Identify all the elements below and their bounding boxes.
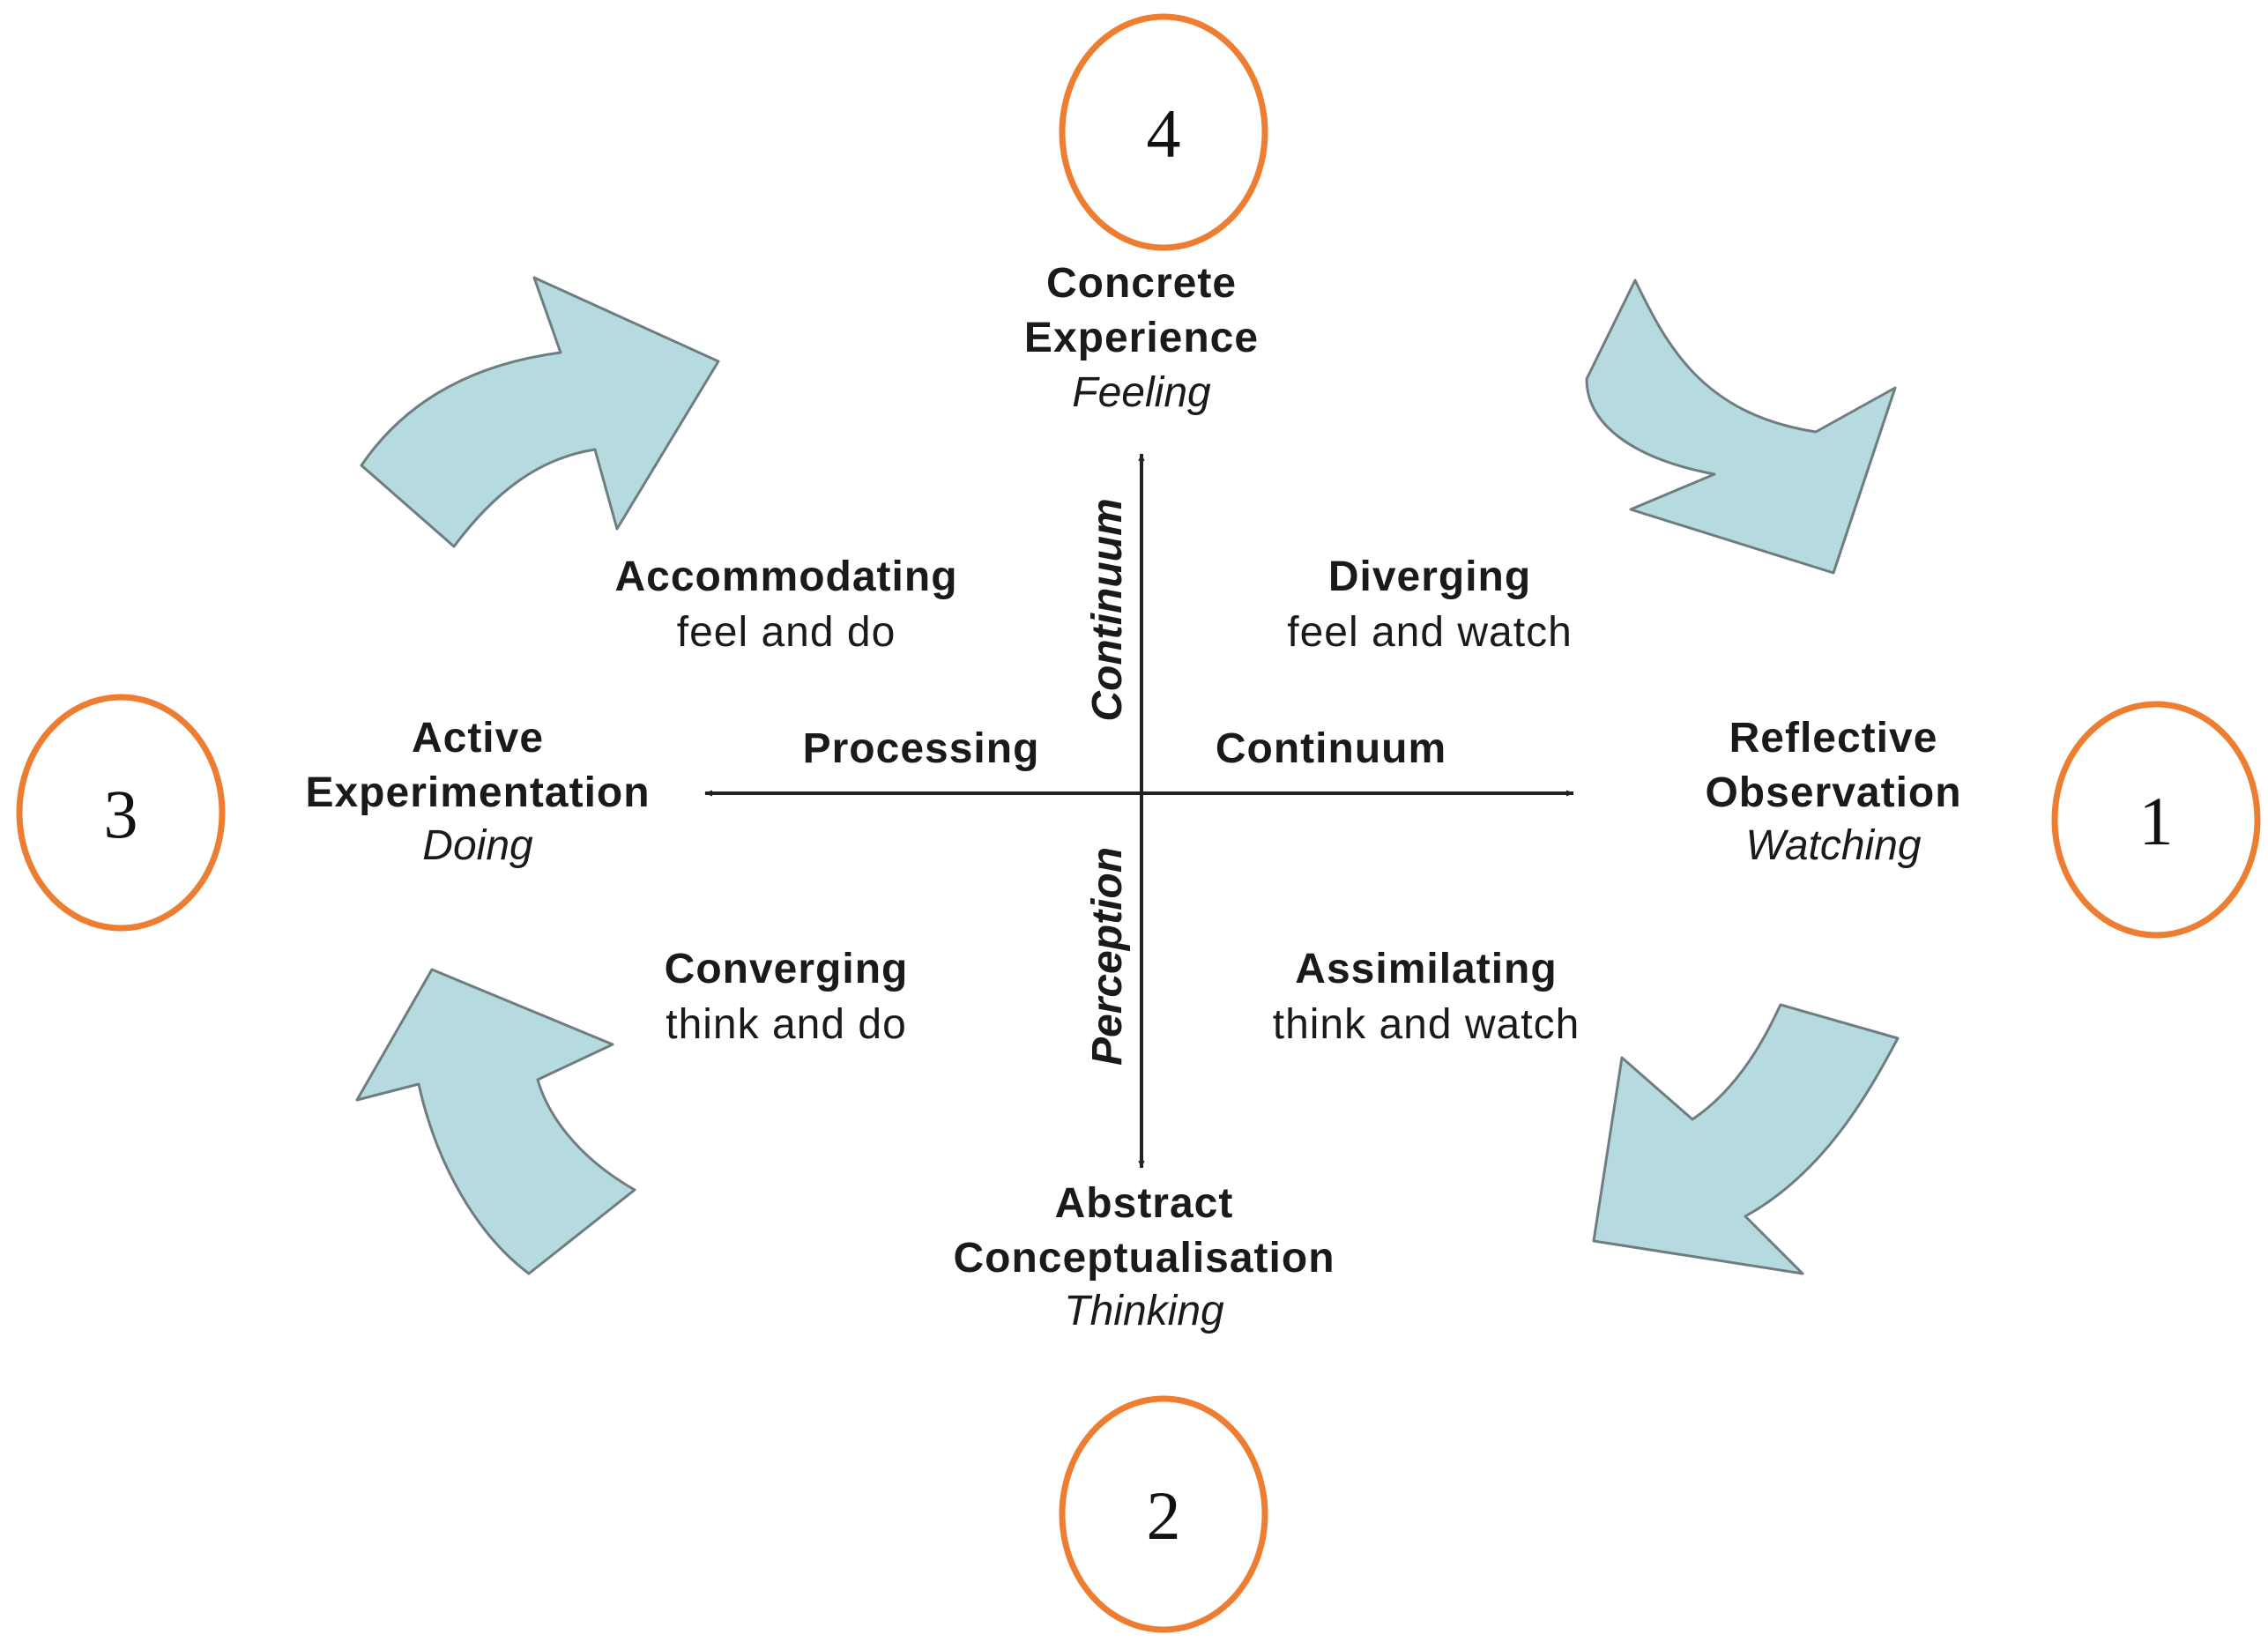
diverging-subtitle: feel and watch	[1287, 609, 1573, 656]
stage-4-number: 4	[1147, 95, 1181, 172]
reflective-subtitle: Watching	[1745, 822, 1922, 869]
diverging-title: Diverging	[1327, 554, 1532, 600]
converging-title: Converging	[664, 946, 909, 992]
vertical-axis-bottom-label: Perception	[1084, 847, 1131, 1066]
cycle-arrow-bottom-left	[355, 968, 636, 1275]
accommodating-title: Accommodating	[614, 554, 958, 600]
abstract-label-line1: Abstract	[1054, 1180, 1234, 1227]
stage-3-circle: 3	[16, 694, 226, 932]
accommodating-subtitle: feel and do	[676, 609, 896, 656]
concrete-label-line2: Experience	[1023, 315, 1260, 361]
reflective-label-line1: Reflective	[1729, 715, 1938, 762]
stage-2-circle: 2	[1059, 1395, 1268, 1633]
cycle-arrow-bottom-right	[1592, 1003, 1900, 1275]
cycle-arrow-top-right	[1585, 279, 1897, 575]
stage-1-circle: 1	[2051, 701, 2261, 939]
active-subtitle: Doing	[422, 822, 533, 869]
abstract-label-line2: Conceptualisation	[953, 1235, 1335, 1282]
active-label-line2: Experimentation	[305, 769, 651, 816]
abstract-subtitle: Thinking	[1064, 1288, 1224, 1334]
reflective-label-line2: Observation	[1705, 769, 1962, 816]
stage-2-number: 2	[1147, 1477, 1181, 1554]
concrete-subtitle: Feeling	[1072, 369, 1211, 416]
active-label-line1: Active	[411, 715, 545, 762]
converging-subtitle: think and do	[666, 1001, 907, 1048]
cycle-arrow-top-left	[360, 276, 720, 548]
assimilating-title: Assimilating	[1295, 946, 1558, 992]
assimilating-subtitle: think and watch	[1272, 1001, 1580, 1048]
horizontal-axis-left-label: Processing	[802, 725, 1040, 772]
stage-3-number: 3	[104, 776, 138, 852]
stage-1-number: 1	[2139, 783, 2174, 859]
vertical-axis-top-label: Continuum	[1084, 498, 1131, 721]
stage-4-circle: 4	[1059, 13, 1268, 251]
concrete-label-line1: Concrete	[1045, 260, 1238, 307]
horizontal-axis-right-label: Continuum	[1215, 725, 1447, 772]
